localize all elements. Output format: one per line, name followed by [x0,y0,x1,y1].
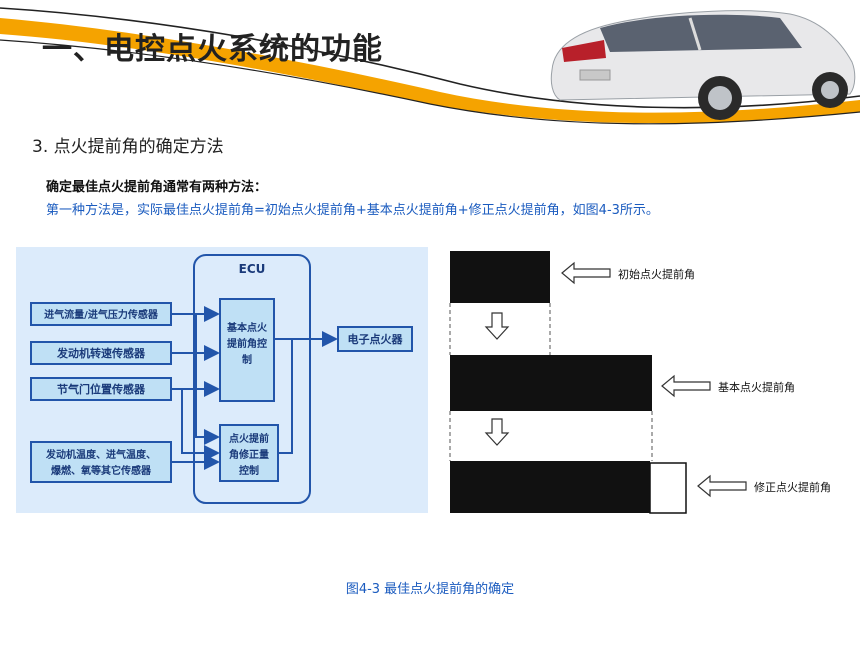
correction-segment [649,462,687,514]
section-heading: 3. 点火提前角的确定方法 [32,137,224,157]
left-arrow-icon [661,374,711,398]
ecu-label: ECU [239,262,266,276]
down-arrow-icon [484,312,510,340]
basic-advance-bar [450,355,652,411]
bar-label: 基本点火提前角 [718,380,795,394]
intro-text: 确定最佳点火提前角通常有两种方法： [46,180,268,195]
block-label: 提前角控 [227,337,267,350]
igniter-label: 电子点火器 [348,332,404,346]
advance-angle-diagram: 初始点火提前角 基本点火提前角 修正点火提前角 [449,251,831,514]
igniter-box [337,326,413,352]
block-label: 基本点火 [226,321,268,334]
basic-advance-block [219,298,275,402]
block-label: 制 [242,353,252,366]
bar-label: 修正点火提前角 [754,480,831,494]
bar-label: 初始点火提前角 [618,267,695,281]
left-arrow-icon [561,261,611,285]
car-image [550,10,856,120]
ecu-block-diagram: ECU 进气流量/进气压力传感器 发动机转速传感器 节气门位置传感器 发动机温度… [16,247,428,513]
sensor-label: 节气门位置传感器 [57,382,146,396]
initial-advance-bar [450,251,550,303]
block-label: 点火提前 [229,432,269,445]
page-title: 一、电控点火系统的功能 [42,32,383,67]
method-one-text: 第一种方法是，实际最佳点火提前角=初始点火提前角+基本点火提前角+修正点火提前角… [46,203,659,218]
sensor-label: 发动机转速传感器 [56,346,146,360]
sensor-label: 爆燃、氧等其它传感器 [51,464,152,477]
sensor-label: 发动机温度、进气温度、 [45,448,156,461]
down-arrow-icon [484,418,510,446]
left-arrow-icon [697,474,747,498]
block-label: 角修正量 [229,448,269,461]
figure-caption: 图4-3 最佳点火提前角的确定 [345,582,515,597]
sensor-label: 进气流量/进气压力传感器 [44,308,159,321]
block-label: 控制 [239,464,259,477]
correction-advance-bar [450,461,650,513]
